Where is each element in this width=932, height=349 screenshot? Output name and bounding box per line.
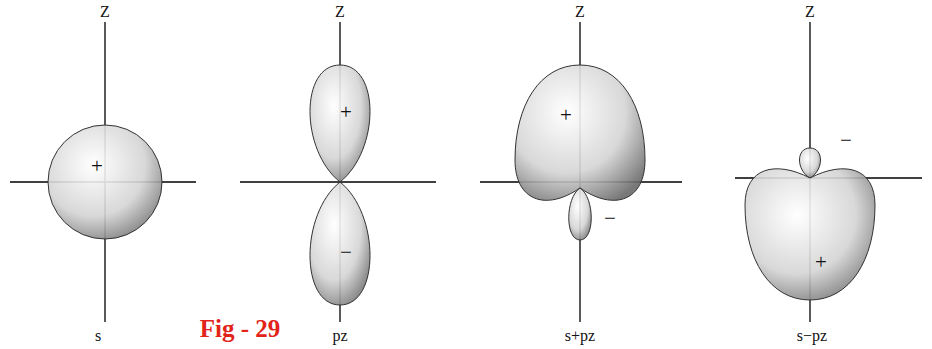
orbital-name: pz (332, 328, 347, 344)
sign-label: − (604, 208, 616, 229)
orbital-name: s−pz (797, 328, 827, 344)
sign-label: + (340, 102, 352, 123)
axis-label: Z (805, 4, 815, 20)
sign-label: + (815, 252, 827, 273)
sign-label: − (340, 242, 352, 263)
axis-label: Z (575, 4, 585, 20)
sign-label: − (840, 130, 852, 151)
orbital-lobes (48, 65, 875, 305)
axes (10, 22, 922, 322)
axis-label: Z (335, 4, 345, 20)
orbital-name: s (95, 328, 101, 344)
sign-label: + (560, 105, 572, 126)
axis-label: Z (100, 4, 110, 20)
sign-label: + (91, 156, 103, 177)
figure-caption: Fig - 29 (200, 316, 281, 341)
orbital-name: s+pz (565, 328, 595, 344)
